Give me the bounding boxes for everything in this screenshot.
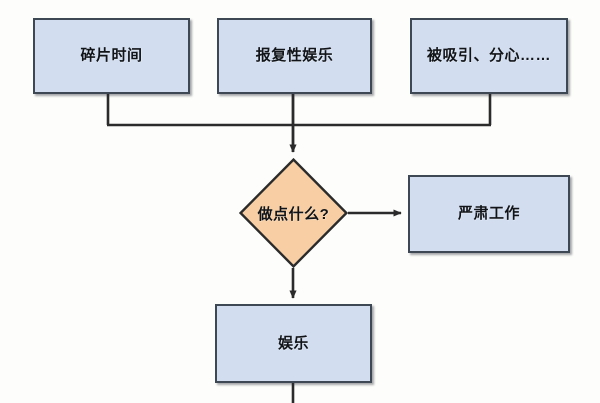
node-label-revenge-entertainment: 报复性娱乐 [255,47,334,64]
node-label-entertainment: 娱乐 [277,334,309,352]
node-attracted-distracted[interactable]: 被吸引、分心…… [410,18,568,94]
node-fragment-time[interactable]: 碎片时间 [33,18,190,94]
node-revenge-entertainment[interactable]: 报复性娱乐 [217,18,372,94]
node-entertainment[interactable]: 娱乐 [215,304,372,383]
node-serious-work[interactable]: 严肃工作 [408,175,570,253]
diamond-shape [239,158,348,268]
node-label-attracted-distracted: 被吸引、分心…… [426,47,551,64]
node-do-something[interactable]: 做点什么? [239,158,348,268]
node-label-do-something: 做点什么? [257,205,330,223]
node-label-serious-work: 严肃工作 [457,205,520,222]
node-label-fragment-time: 碎片时间 [80,47,143,64]
